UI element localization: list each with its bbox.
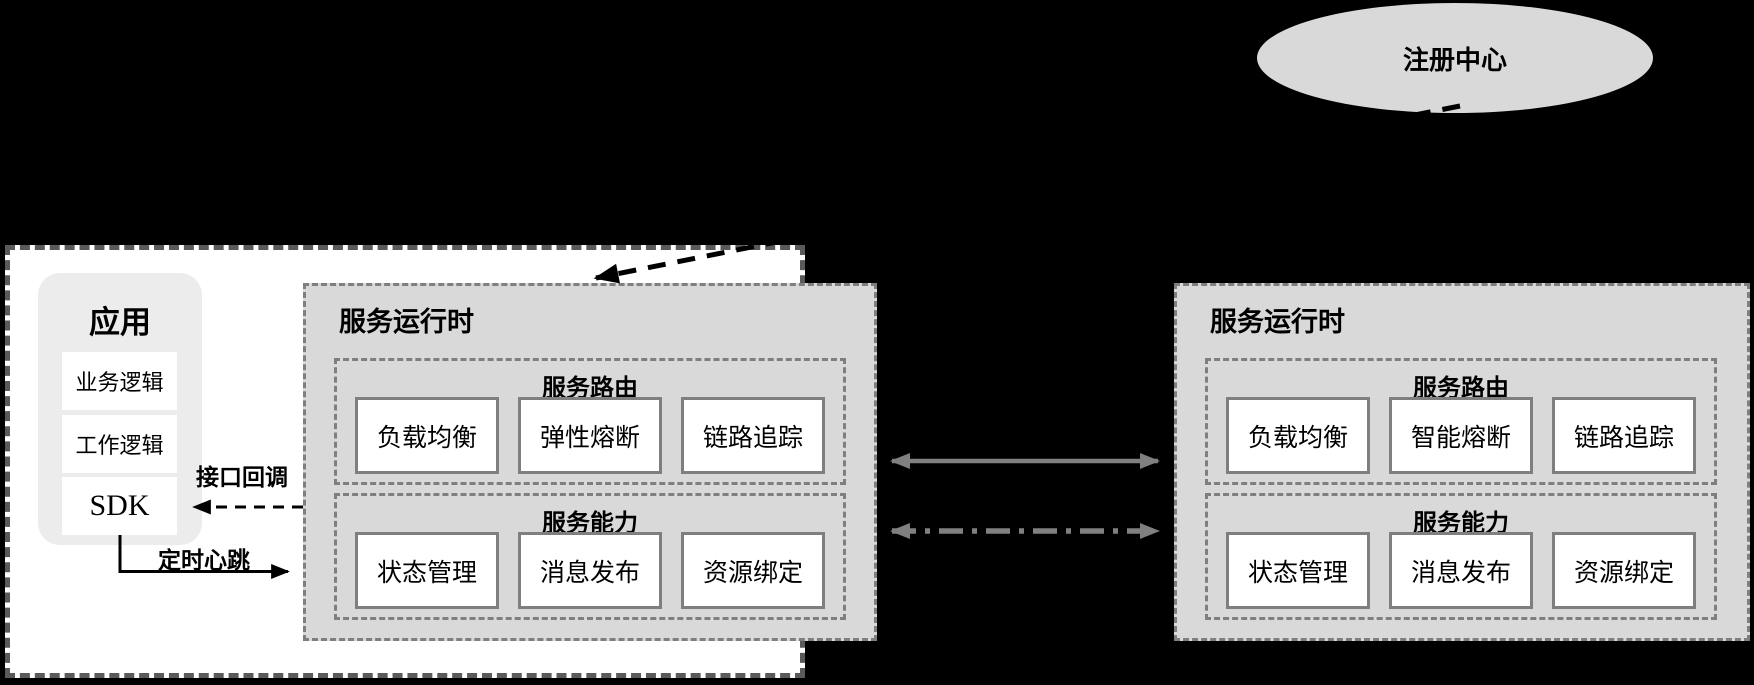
runtime-title: 服务运行时 — [1210, 307, 1345, 337]
module-load-balancing: 负载均衡 — [1226, 397, 1370, 474]
runtime-panel-left: 服务运行时 服务路由 负载均衡 弹性熔断 链路追踪 服务能力 状态管理 消息发布… — [303, 283, 877, 641]
routing-group: 服务路由 负载均衡 智能熔断 链路追踪 — [1205, 358, 1717, 485]
capability-group: 服务能力 状态管理 消息发布 资源绑定 — [1205, 493, 1717, 620]
capability-group: 服务能力 状态管理 消息发布 资源绑定 — [334, 493, 846, 620]
module-load-balancing: 负载均衡 — [355, 397, 499, 474]
capability-module-row: 状态管理 消息发布 资源绑定 — [337, 532, 843, 609]
module-link-tracing: 链路追踪 — [681, 397, 825, 474]
runtime-title: 服务运行时 — [339, 307, 474, 337]
callback-arrow-label: 接口回调 — [196, 465, 288, 490]
registry-center-ellipse: 注册中心 — [1257, 3, 1653, 113]
registry-center-label: 注册中心 — [1402, 45, 1507, 75]
module-smart-circuit-break: 智能熔断 — [1389, 397, 1533, 474]
app-item-business-logic: 业务逻辑 — [62, 352, 177, 410]
capability-module-row: 状态管理 消息发布 资源绑定 — [1208, 532, 1714, 609]
routing-module-row: 负载均衡 智能熔断 链路追踪 — [1208, 397, 1714, 474]
module-resource-binding: 资源绑定 — [681, 532, 825, 609]
app-box: 应用 业务逻辑 工作逻辑 SDK — [38, 273, 202, 545]
runtime-panel-right: 服务运行时 服务路由 负载均衡 智能熔断 链路追踪 服务能力 状态管理 消息发布… — [1174, 283, 1750, 641]
module-state-management: 状态管理 — [1226, 532, 1370, 609]
app-item-sdk: SDK — [62, 477, 177, 535]
routing-module-row: 负载均衡 弹性熔断 链路追踪 — [337, 397, 843, 474]
routing-group: 服务路由 负载均衡 弹性熔断 链路追踪 — [334, 358, 846, 485]
module-message-publish: 消息发布 — [1389, 532, 1533, 609]
module-elastic-circuit-break: 弹性熔断 — [518, 397, 662, 474]
module-state-management: 状态管理 — [355, 532, 499, 609]
module-message-publish: 消息发布 — [518, 532, 662, 609]
heartbeat-arrow-label: 定时心跳 — [158, 548, 250, 573]
module-resource-binding: 资源绑定 — [1552, 532, 1696, 609]
module-link-tracing: 链路追踪 — [1552, 397, 1696, 474]
app-title: 应用 — [89, 305, 151, 340]
app-item-work-logic: 工作逻辑 — [62, 415, 177, 473]
